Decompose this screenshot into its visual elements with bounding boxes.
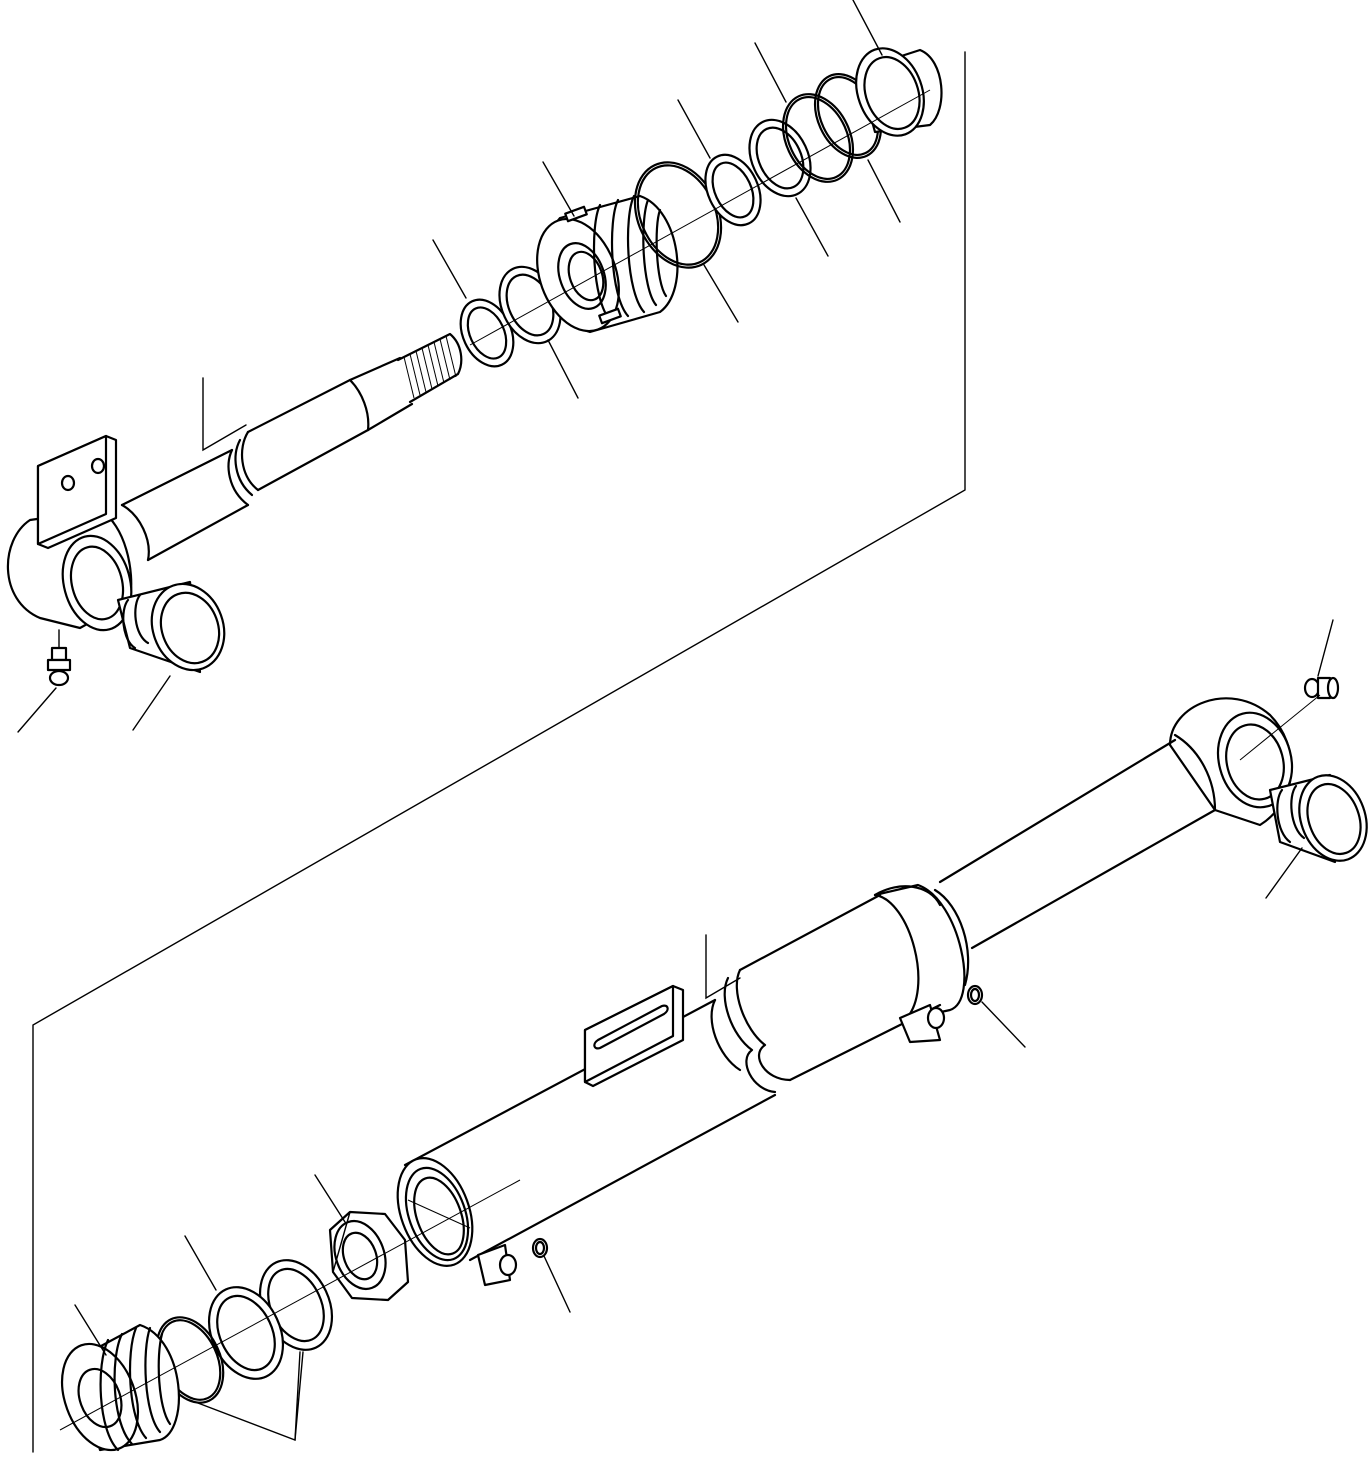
grease-fitting-lower — [1303, 676, 1340, 700]
piston-backup-ring — [781, 93, 855, 183]
leader-lines-lower — [74, 619, 1334, 1441]
cylinder-rod — [938, 738, 1217, 950]
bottom-piston — [61, 1323, 180, 1452]
rod-eye-bushing — [116, 580, 226, 674]
tube-open-end — [396, 1157, 474, 1267]
mounting-plate — [36, 434, 118, 550]
tube-head-collar — [873, 883, 970, 1022]
piston-end-nut — [855, 47, 943, 137]
piston-gland — [536, 194, 679, 334]
tube-name-plate — [583, 984, 685, 1088]
tube-head-lug — [898, 984, 984, 1044]
piston-rod-assembly — [6, 0, 943, 733]
tube-bottom-lug — [476, 1237, 549, 1287]
piston-seal-ring-2 — [748, 118, 812, 198]
cylinder-tube-assembly — [59, 619, 1368, 1452]
rod-shaft — [120, 332, 463, 562]
cylinder-head-bushing — [1268, 773, 1368, 864]
frame-lines — [32, 51, 966, 1453]
tube-seal-ring-2 — [208, 1286, 284, 1380]
grease-fitting-upper — [46, 629, 72, 687]
hex-nut — [328, 1210, 410, 1302]
leader-lines-upper — [17, 0, 901, 733]
cylinder-tube — [403, 893, 942, 1262]
piston-seal-ring-1 — [704, 153, 762, 227]
